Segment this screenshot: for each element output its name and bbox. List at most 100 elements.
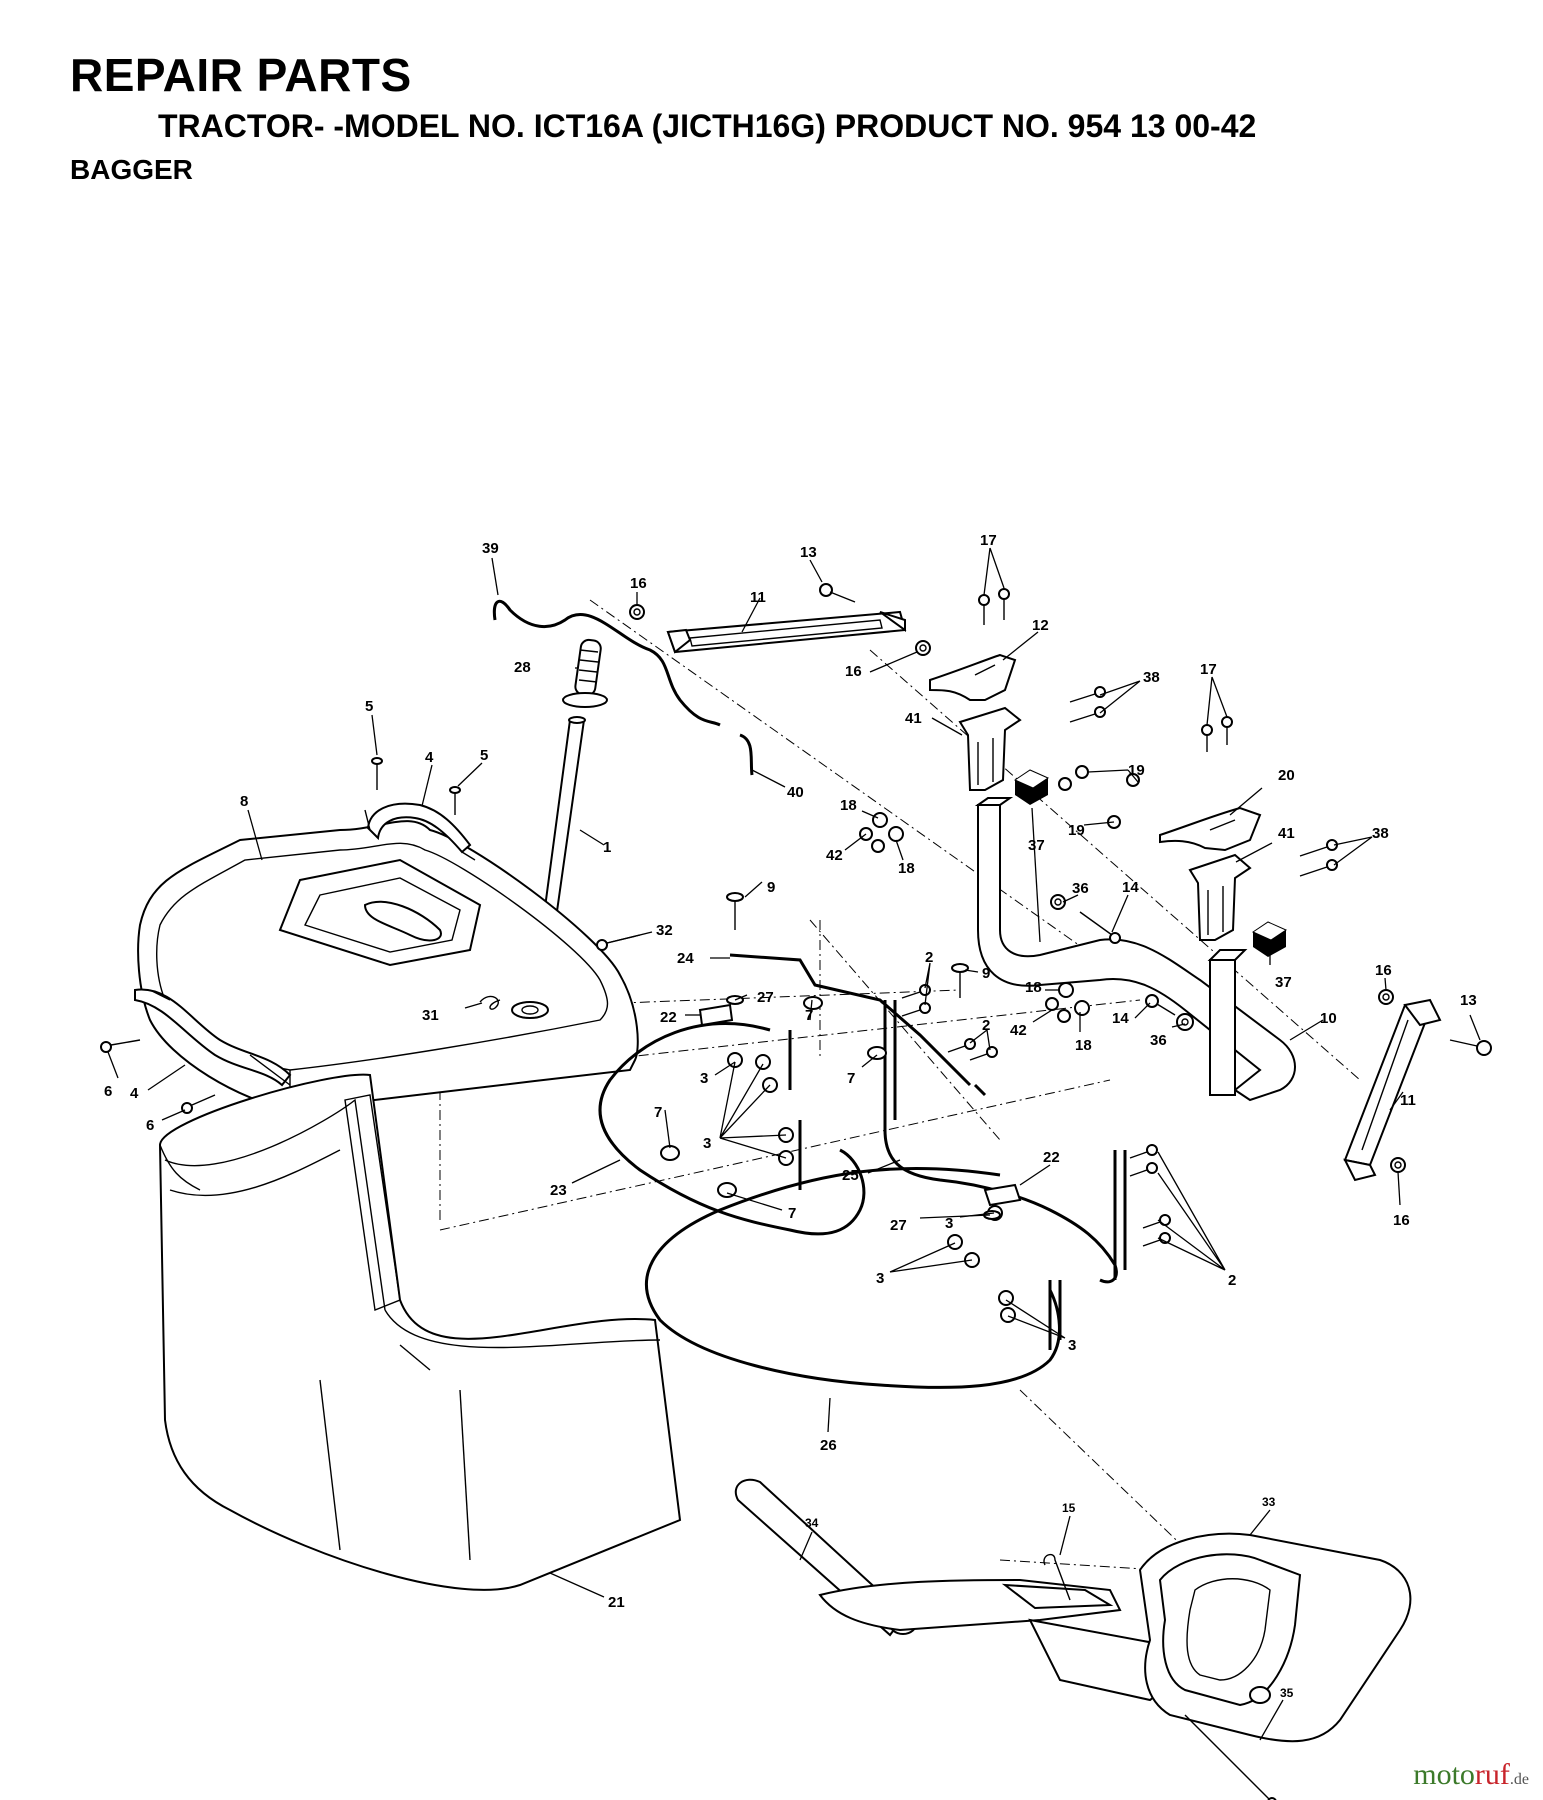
rod-39 <box>492 599 754 776</box>
nuts-3b <box>947 1205 1016 1323</box>
callout-18: 18 <box>840 797 857 814</box>
callout-3: 3 <box>945 1215 953 1232</box>
bolt-38b <box>1299 839 1338 877</box>
callout-12: 12 <box>1032 617 1049 634</box>
bracket-20 <box>1159 806 1262 852</box>
bagger-cover-8 <box>137 820 639 1112</box>
callout-37: 37 <box>1275 974 1292 991</box>
callout-3: 3 <box>876 1270 884 1287</box>
callout-21: 21 <box>608 1594 625 1611</box>
bolt-13a <box>819 583 856 603</box>
bolts-2c <box>1129 1144 1171 1247</box>
callout-22: 22 <box>1043 1149 1060 1166</box>
callout-19: 19 <box>1068 822 1085 839</box>
frame-23 <box>598 1022 866 1236</box>
handle-28 <box>562 638 608 708</box>
hitch-frame-10 <box>974 797 1296 1102</box>
callout-26: 26 <box>820 1437 837 1454</box>
callout-18: 18 <box>898 860 915 877</box>
callout-7: 7 <box>805 1007 813 1024</box>
callout-25: 25 <box>842 1167 859 1184</box>
watermark-brand-b: ruf <box>1474 1758 1510 1791</box>
clip-31 <box>479 995 501 1010</box>
callout-5: 5 <box>365 698 373 715</box>
leader-lines <box>107 547 1481 1741</box>
screw-32 <box>596 934 641 951</box>
callout-31: 31 <box>422 1007 439 1024</box>
callout-5: 5 <box>480 747 488 764</box>
bracket-11-right <box>1343 998 1442 1182</box>
callout-40: 40 <box>787 784 804 801</box>
frame-26 <box>645 1166 1062 1389</box>
screw-5a <box>371 757 383 790</box>
bolt-9b <box>951 963 969 998</box>
locknut-7c <box>660 1145 680 1161</box>
locknut-7b <box>867 1046 887 1060</box>
callout-35: 35 <box>1280 1686 1294 1700</box>
callout-7: 7 <box>847 1070 855 1087</box>
callout-39: 39 <box>482 540 499 557</box>
locknut-7a <box>803 996 823 1010</box>
callout-36: 36 <box>1072 880 1089 897</box>
callout-20: 20 <box>1278 767 1295 784</box>
callout-42: 42 <box>826 847 843 864</box>
washers-18-42-right <box>1045 982 1090 1023</box>
callout-2: 2 <box>982 1017 990 1034</box>
model-subtitle: TRACTOR- -MODEL NO. ICT16A (JICTH16G) PR… <box>158 108 1257 144</box>
nut-16a <box>629 604 645 620</box>
callout-33: 33 <box>1262 1495 1276 1509</box>
callout-27: 27 <box>757 989 774 1006</box>
spacer-36b <box>1176 1013 1194 1031</box>
spacer-36a <box>1050 894 1066 910</box>
callout-27: 27 <box>890 1217 907 1234</box>
nuts-19 <box>1058 765 1140 829</box>
callout-3: 3 <box>700 1070 708 1087</box>
callout-9: 9 <box>767 879 775 896</box>
handle-4-top <box>364 802 476 861</box>
nut-16b <box>915 640 931 656</box>
callout-23: 23 <box>550 1182 567 1199</box>
bolt-17a <box>978 588 1010 625</box>
callout-7: 7 <box>654 1104 662 1121</box>
bolt-38a <box>1069 686 1106 723</box>
bolt-14b <box>1145 994 1176 1016</box>
callout-17: 17 <box>980 532 997 549</box>
callout-41: 41 <box>905 710 922 727</box>
locknut-7d <box>717 1182 737 1198</box>
screw-6b <box>181 1094 216 1114</box>
bolt-9a <box>726 892 744 930</box>
clamp-22b <box>983 1183 1022 1207</box>
callout-4: 4 <box>130 1085 139 1102</box>
callout-36: 36 <box>1150 1032 1167 1049</box>
watermark: motoruf.de <box>1413 1758 1529 1792</box>
callout-15: 15 <box>1062 1501 1076 1515</box>
callout-6: 6 <box>146 1117 154 1134</box>
screw-6a <box>100 1039 141 1053</box>
callout-16: 16 <box>845 663 862 680</box>
bolt-14a <box>1079 911 1121 944</box>
watermark-tld: .de <box>1509 1771 1529 1788</box>
callout-6: 6 <box>104 1083 112 1100</box>
callout-17: 17 <box>1200 661 1217 678</box>
callout-2: 2 <box>925 949 933 966</box>
callout-14: 14 <box>1112 1010 1129 1027</box>
callout-2: 2 <box>1228 1272 1236 1289</box>
bolt-17b <box>1201 716 1233 752</box>
callout-3: 3 <box>1068 1337 1076 1354</box>
knob-37-left <box>1013 769 1050 805</box>
hairpin-15 <box>1043 1553 1071 1601</box>
chute-34 <box>734 1478 1177 1702</box>
callout-13: 13 <box>800 544 817 561</box>
page-title: REPAIR PARTS <box>70 49 412 101</box>
callout-42: 42 <box>1010 1022 1027 1039</box>
callout-19: 19 <box>1128 762 1145 779</box>
bracket-41-left <box>958 706 1022 791</box>
handle-4-side <box>134 988 292 1087</box>
screw-5b <box>449 786 461 815</box>
callout-34: 34 <box>805 1516 819 1530</box>
callout-37: 37 <box>1028 837 1045 854</box>
callout-18: 18 <box>1075 1037 1092 1054</box>
knob-37-right <box>1251 921 1288 957</box>
washers-18-42-left <box>859 812 904 853</box>
nuts-3a <box>727 1052 794 1166</box>
